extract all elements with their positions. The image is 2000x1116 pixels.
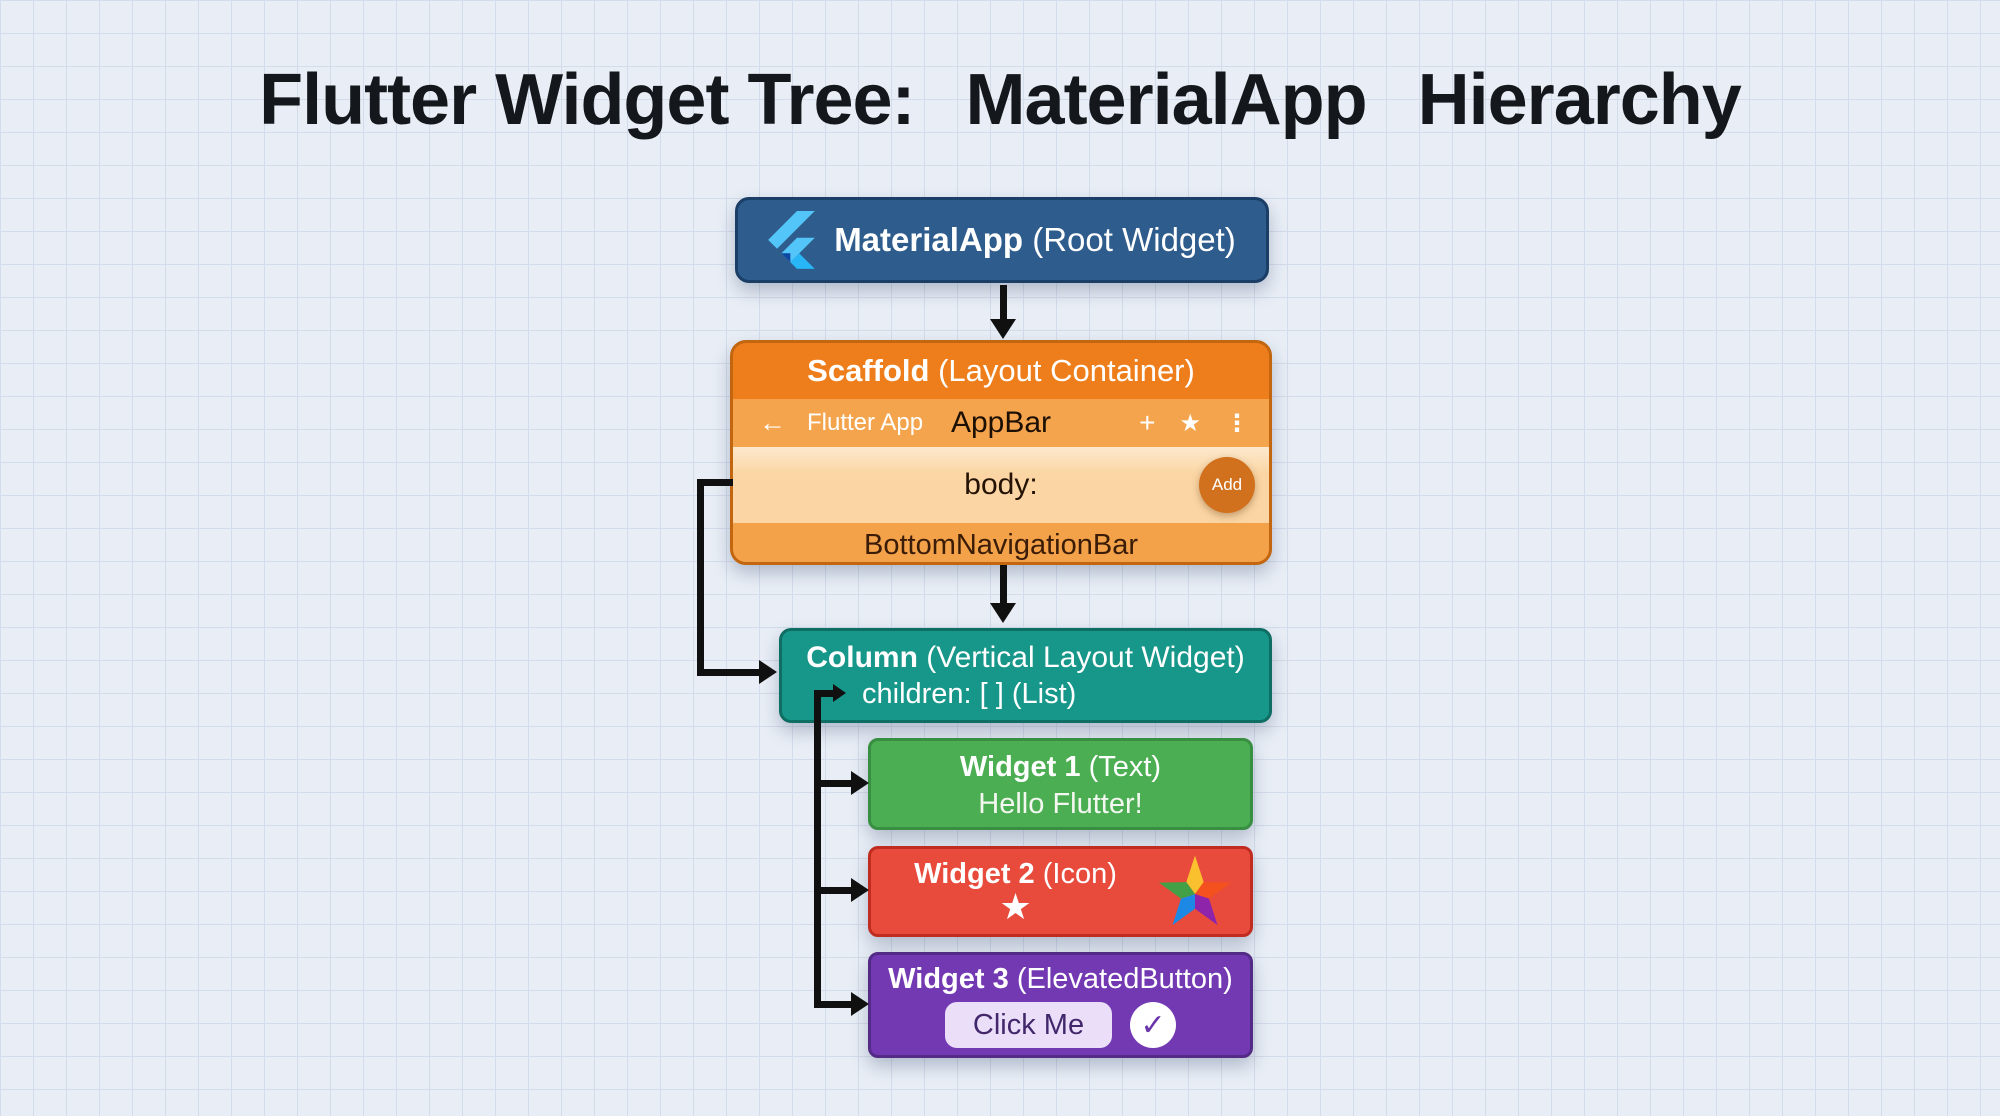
arrowhead-down-icon (990, 603, 1016, 623)
appbar-app-title: Flutter App (807, 409, 924, 436)
bottom-navigation-bar: BottomNavigationBar (733, 523, 1269, 562)
widget3-title: Widget 3 (ElevatedButton) (871, 963, 1250, 996)
connector-branch-widget1 (821, 780, 851, 787)
connector-branch-widget3 (821, 1001, 851, 1008)
widget2-type: (Icon) (1042, 858, 1117, 890)
node-materialapp: MaterialApp (Root Widget) (735, 197, 1269, 283)
node-widget2: Widget 2 (Icon) ★ (868, 846, 1253, 937)
check-icon[interactable]: ✓ (1130, 1002, 1177, 1048)
node-column: Column (Vertical Layout Widget) children… (779, 628, 1272, 723)
rainbow-star-icon (1152, 849, 1238, 935)
materialapp-type: (Root Widget) (1032, 221, 1236, 258)
click-me-button[interactable]: Click Me (944, 1002, 1113, 1048)
arrowhead-right-icon (833, 684, 846, 702)
title-highlight: MaterialApp (965, 60, 1368, 140)
page-title: Flutter Widget Tree: MaterialApp Hierarc… (0, 52, 2000, 148)
title-prefix: Flutter Widget Tree: (259, 60, 915, 140)
connector-body-elbow-top (697, 479, 733, 486)
scaffold-header: Scaffold (Layout Container) (733, 343, 1269, 399)
widget3-name: Widget 3 (888, 963, 1009, 995)
arrowhead-right-icon (851, 878, 869, 902)
widget3-type: (ElevatedButton) (1016, 963, 1233, 995)
materialapp-title: MaterialApp (Root Widget) (834, 221, 1236, 259)
widget1-content: Hello Flutter! (978, 788, 1143, 820)
connector-branch-widget2 (821, 887, 851, 894)
connector-scaffold-column (1000, 565, 1007, 605)
scaffold-type: (Layout Container) (938, 353, 1195, 388)
appbar-label: AppBar (950, 406, 1052, 439)
back-arrow-icon[interactable]: ← (759, 407, 786, 438)
white-star-icon: ★ (999, 886, 1032, 927)
node-scaffold: Scaffold (Layout Container) ← Flutter Ap… (730, 340, 1272, 565)
scaffold-body-row: body: Add (733, 447, 1269, 523)
plus-icon[interactable]: + (1139, 407, 1156, 438)
flutter-logo-icon (768, 211, 816, 269)
materialapp-name: MaterialApp (834, 221, 1024, 258)
arrowhead-right-icon (851, 992, 869, 1016)
body-label: body: (964, 468, 1038, 501)
arrowhead-down-icon (990, 319, 1016, 339)
title-suffix: Hierarchy (1417, 60, 1742, 140)
column-children-label: children: [ ] (List) (862, 678, 1077, 710)
column-title: Column (Vertical Layout Widget) (782, 641, 1269, 675)
kebab-menu-icon[interactable]: ⋮ (1225, 409, 1249, 437)
connector-children-stub (814, 690, 833, 697)
connector-body-elbow-bottom (697, 669, 759, 676)
widget1-title: Widget 1 (Text) (871, 751, 1250, 784)
arrowhead-right-icon (851, 771, 869, 795)
connector-children-trunk (814, 690, 821, 1008)
star-icon[interactable]: ★ (1179, 409, 1201, 437)
column-type: (Vertical Layout Widget) (926, 641, 1245, 674)
widget1-type: (Text) (1088, 751, 1162, 783)
column-name: Column (806, 641, 918, 674)
scaffold-name: Scaffold (807, 353, 930, 388)
widget1-name: Widget 1 (959, 751, 1081, 783)
connector-materialapp-scaffold (1000, 285, 1007, 321)
appbar-row: ← Flutter App AppBar + ★ ⋮ (733, 399, 1269, 447)
widget2-name: Widget 2 (914, 858, 1035, 890)
widget2-title: Widget 2 (Icon) (871, 858, 1250, 891)
arrowhead-right-icon (759, 660, 777, 684)
node-widget1: Widget 1 (Text) Hello Flutter! (868, 738, 1253, 830)
node-widget3: Widget 3 (ElevatedButton) Click Me ✓ (868, 952, 1253, 1058)
add-button[interactable]: Add (1199, 457, 1255, 513)
connector-body-elbow-vertical (697, 479, 704, 676)
